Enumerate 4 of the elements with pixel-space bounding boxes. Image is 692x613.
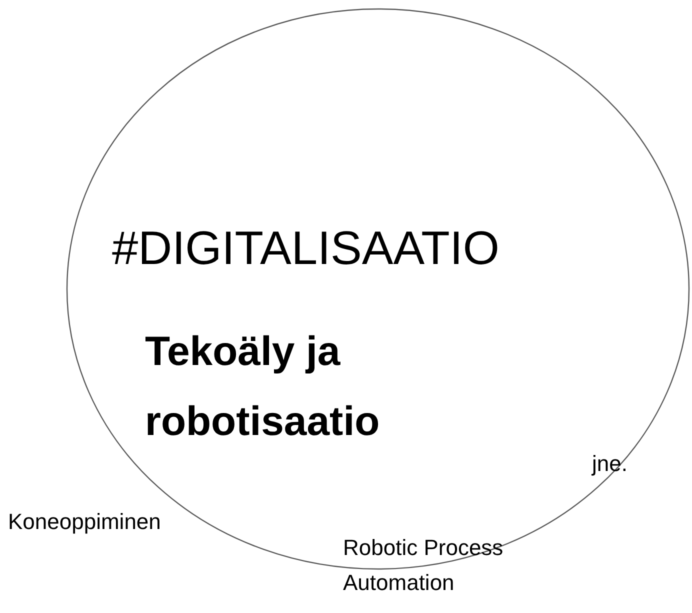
heading-text: #DIGITALISAATIO [112, 222, 500, 274]
label-text: Koneoppiminen [8, 508, 162, 536]
label-text: Robotic Process Automation [343, 534, 504, 597]
body-text: Tekoäly ja robotisaatio [145, 327, 381, 446]
